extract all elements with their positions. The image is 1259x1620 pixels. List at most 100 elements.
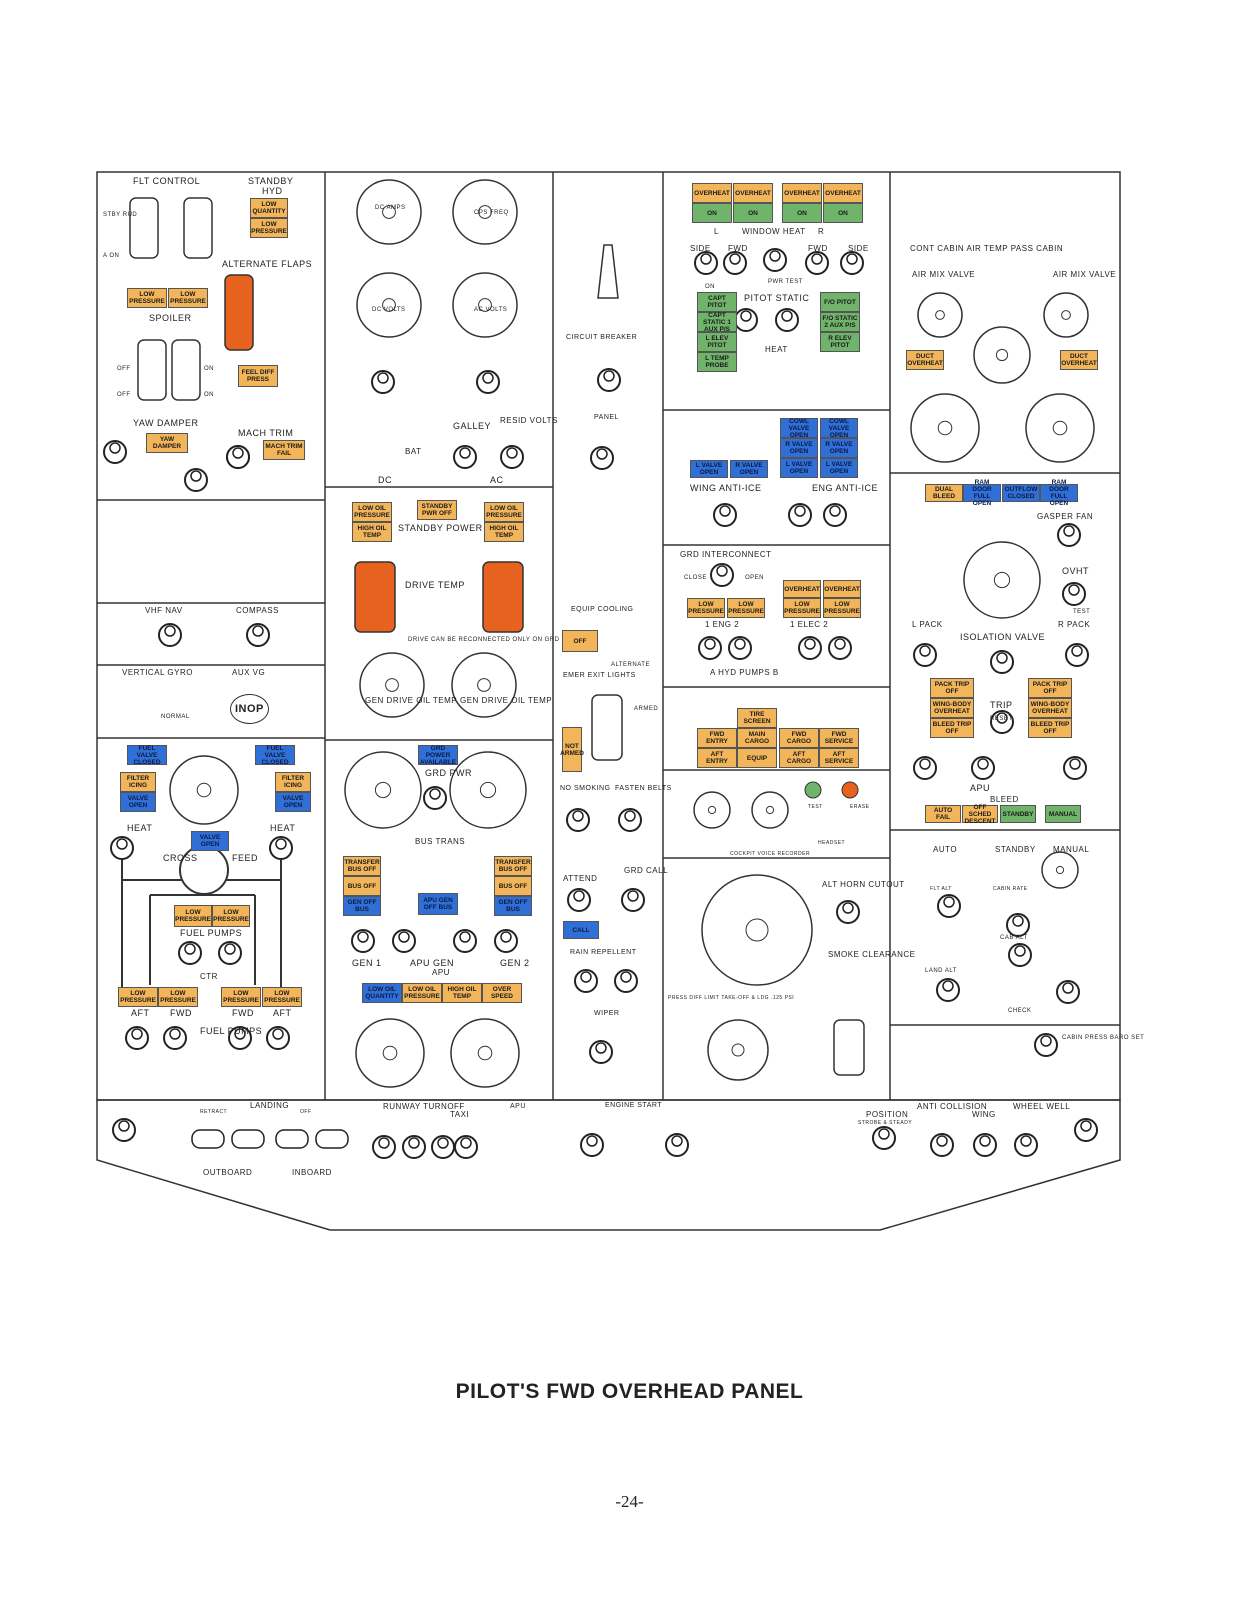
- annunciator-light[interactable]: ON: [823, 203, 863, 223]
- annunciator-light[interactable]: R VALVE OPEN: [820, 438, 858, 458]
- annunciator-light[interactable]: WING-BODY OVERHEAT: [930, 698, 974, 718]
- annunciator-light[interactable]: CAPT STATIC 1 AUX P/S: [697, 312, 737, 333]
- annunciator-light[interactable]: LOW PRESSURE: [127, 288, 167, 308]
- annunciator-light[interactable]: FUEL VALVE CLOSED: [127, 745, 167, 766]
- annunciator-light[interactable]: VALVE OPEN: [191, 831, 229, 851]
- annunciator-light[interactable]: LOW PRESSURE: [168, 288, 208, 308]
- annunciator-light[interactable]: HIGH OIL TEMP: [352, 522, 392, 542]
- annunciator-light[interactable]: FWD SERVICE: [819, 728, 859, 748]
- panel-label: STANDBY: [995, 845, 1036, 854]
- annunciator-light[interactable]: LOW PRESSURE: [783, 598, 821, 618]
- annunciator-light[interactable]: LOW PRESSURE: [250, 218, 288, 238]
- annunciator-light[interactable]: LOW PRESSURE: [158, 987, 198, 1007]
- annunciator-light[interactable]: FEEL DIFF PRESS: [238, 365, 278, 387]
- annunciator-light[interactable]: MACH TRIM FAIL: [263, 440, 305, 460]
- annunciator-light[interactable]: OVERHEAT: [823, 580, 861, 598]
- annunciator-light[interactable]: OVERHEAT: [733, 183, 773, 203]
- annunciator-light[interactable]: TIRE SCREEN: [737, 708, 777, 728]
- annunciator-light[interactable]: AFT ENTRY: [697, 748, 737, 768]
- annunciator-light[interactable]: BLEED TRIP OFF: [1028, 718, 1072, 738]
- annunciator-light[interactable]: F/O STATIC 2 AUX P/S: [820, 312, 860, 332]
- annunciator-light[interactable]: L VALVE OPEN: [690, 460, 728, 478]
- annunciator-light[interactable]: LOW PRESSURE: [212, 905, 250, 927]
- annunciator-light[interactable]: L VALVE OPEN: [820, 458, 858, 478]
- annunciator-light[interactable]: LOW QUANTITY: [250, 198, 288, 218]
- annunciator-light[interactable]: BUS OFF: [494, 876, 532, 896]
- annunciator-light[interactable]: AFT SERVICE: [819, 748, 859, 768]
- annunciator-light[interactable]: ON: [733, 203, 773, 223]
- annunciator-light[interactable]: DUAL BLEED: [925, 484, 963, 502]
- annunciator-light[interactable]: LOW PRESSURE: [687, 598, 725, 618]
- annunciator-light[interactable]: COWL VALVE OPEN: [820, 418, 858, 439]
- annunciator-light[interactable]: WING-BODY OVERHEAT: [1028, 698, 1072, 718]
- annunciator-light[interactable]: COWL VALVE OPEN: [780, 418, 818, 439]
- annunciator-light[interactable]: LOW PRESSURE: [262, 987, 302, 1007]
- annunciator-light[interactable]: OVER SPEED: [482, 983, 522, 1003]
- switch-lever-icon: [378, 1137, 390, 1149]
- annunciator-light[interactable]: OVERHEAT: [692, 183, 732, 203]
- annunciator-light[interactable]: GEN OFF BUS: [343, 896, 381, 916]
- annunciator-light[interactable]: LOW OIL PRESSURE: [402, 983, 442, 1003]
- switch-lever-icon: [459, 931, 471, 943]
- annunciator-light[interactable]: OFF: [562, 630, 598, 652]
- annunciator-light[interactable]: MAIN CARGO: [737, 728, 777, 748]
- annunciator-light[interactable]: LOW PRESSURE: [727, 598, 765, 618]
- annunciator-light[interactable]: HIGH OIL TEMP: [484, 522, 524, 542]
- annunciator-light[interactable]: AFT CARGO: [779, 748, 819, 768]
- annunciator-light[interactable]: HIGH OIL TEMP: [442, 983, 482, 1003]
- annunciator-light[interactable]: L ELEV PITOT: [697, 332, 737, 352]
- annunciator-light[interactable]: OVERHEAT: [782, 183, 822, 203]
- annunciator-light[interactable]: OVERHEAT: [823, 183, 863, 203]
- annunciator-light[interactable]: VALVE OPEN: [275, 792, 311, 812]
- annunciator-light[interactable]: R ELEV PITOT: [820, 332, 860, 352]
- annunciator-light[interactable]: FILTER ICING: [120, 772, 156, 792]
- annunciator-light[interactable]: R VALVE OPEN: [730, 460, 768, 478]
- annunciator-light[interactable]: FWD CARGO: [779, 728, 819, 748]
- annunciator-light[interactable]: GEN OFF BUS: [494, 896, 532, 916]
- annunciator-light[interactable]: ON: [782, 203, 822, 223]
- annunciator-light[interactable]: LOW OIL QUANTITY: [362, 983, 402, 1003]
- annunciator-light[interactable]: CALL: [563, 921, 599, 939]
- annunciator-light[interactable]: R VALVE OPEN: [780, 438, 818, 458]
- annunciator-light[interactable]: L TEMP PROBE: [697, 352, 737, 372]
- annunciator-light[interactable]: LOW OIL PRESSURE: [484, 502, 524, 522]
- annunciator-light[interactable]: F/O PITOT: [820, 292, 860, 312]
- annunciator-light[interactable]: YAW DAMPER: [146, 433, 188, 453]
- panel-label: NO SMOKING: [560, 785, 611, 792]
- annunciator-light[interactable]: MANUAL: [1045, 805, 1081, 823]
- annunciator-light[interactable]: LOW PRESSURE: [118, 987, 158, 1007]
- annunciator-light[interactable]: RAM DOOR FULL OPEN: [1040, 479, 1078, 507]
- annunciator-light[interactable]: PACK TRIP OFF: [1028, 678, 1072, 698]
- annunciator-light[interactable]: L VALVE OPEN: [780, 458, 818, 478]
- annunciator-light[interactable]: TRANSFER BUS OFF: [494, 856, 532, 876]
- annunciator-light[interactable]: AUTO FAIL: [925, 805, 961, 823]
- annunciator-light[interactable]: PACK TRIP OFF: [930, 678, 974, 698]
- annunciator-light[interactable]: LOW PRESSURE: [823, 598, 861, 618]
- annunciator-light[interactable]: BLEED TRIP OFF: [930, 718, 974, 738]
- annunciator-light[interactable]: VALVE OPEN: [120, 792, 156, 812]
- annunciator-light[interactable]: STANDBY PWR OFF: [417, 500, 457, 520]
- annunciator-light[interactable]: OUTFLOW CLOSED: [1002, 484, 1040, 502]
- annunciator-light[interactable]: GRD POWER AVAILABLE: [418, 744, 458, 766]
- annunciator-light[interactable]: RAM DOOR FULL OPEN: [963, 479, 1001, 507]
- annunciator-light[interactable]: FWD ENTRY: [697, 728, 737, 748]
- annunciator-light[interactable]: FUEL VALVE CLOSED: [255, 745, 295, 766]
- annunciator-light[interactable]: OFF SCHED DESCENT: [962, 804, 998, 825]
- annunciator-light[interactable]: DUCT OVERHEAT: [1060, 350, 1098, 370]
- annunciator-light[interactable]: LOW PRESSURE: [174, 905, 212, 927]
- annunciator-light[interactable]: FILTER ICING: [275, 772, 311, 792]
- annunciator-light[interactable]: ON: [692, 203, 732, 223]
- switch-lever-icon: [118, 1120, 130, 1132]
- annunciator-light[interactable]: NOT ARMED: [560, 727, 584, 772]
- annunciator-light[interactable]: LOW PRESSURE: [221, 987, 261, 1007]
- annunciator-light[interactable]: CAPT PITOT: [697, 292, 737, 312]
- annunciator-light[interactable]: APU GEN OFF BUS: [418, 893, 458, 915]
- annunciator-light[interactable]: STANDBY: [1000, 805, 1036, 823]
- annunciator-light[interactable]: DUCT OVERHEAT: [906, 350, 944, 370]
- annunciator-light[interactable]: BUS OFF: [343, 876, 381, 896]
- annunciator-light[interactable]: TRANSFER BUS OFF: [343, 856, 381, 876]
- switch-lever-icon: [500, 931, 512, 943]
- annunciator-light[interactable]: EQUIP: [737, 748, 777, 768]
- annunciator-light[interactable]: LOW OIL PRESSURE: [352, 502, 392, 522]
- annunciator-light[interactable]: OVERHEAT: [783, 580, 821, 598]
